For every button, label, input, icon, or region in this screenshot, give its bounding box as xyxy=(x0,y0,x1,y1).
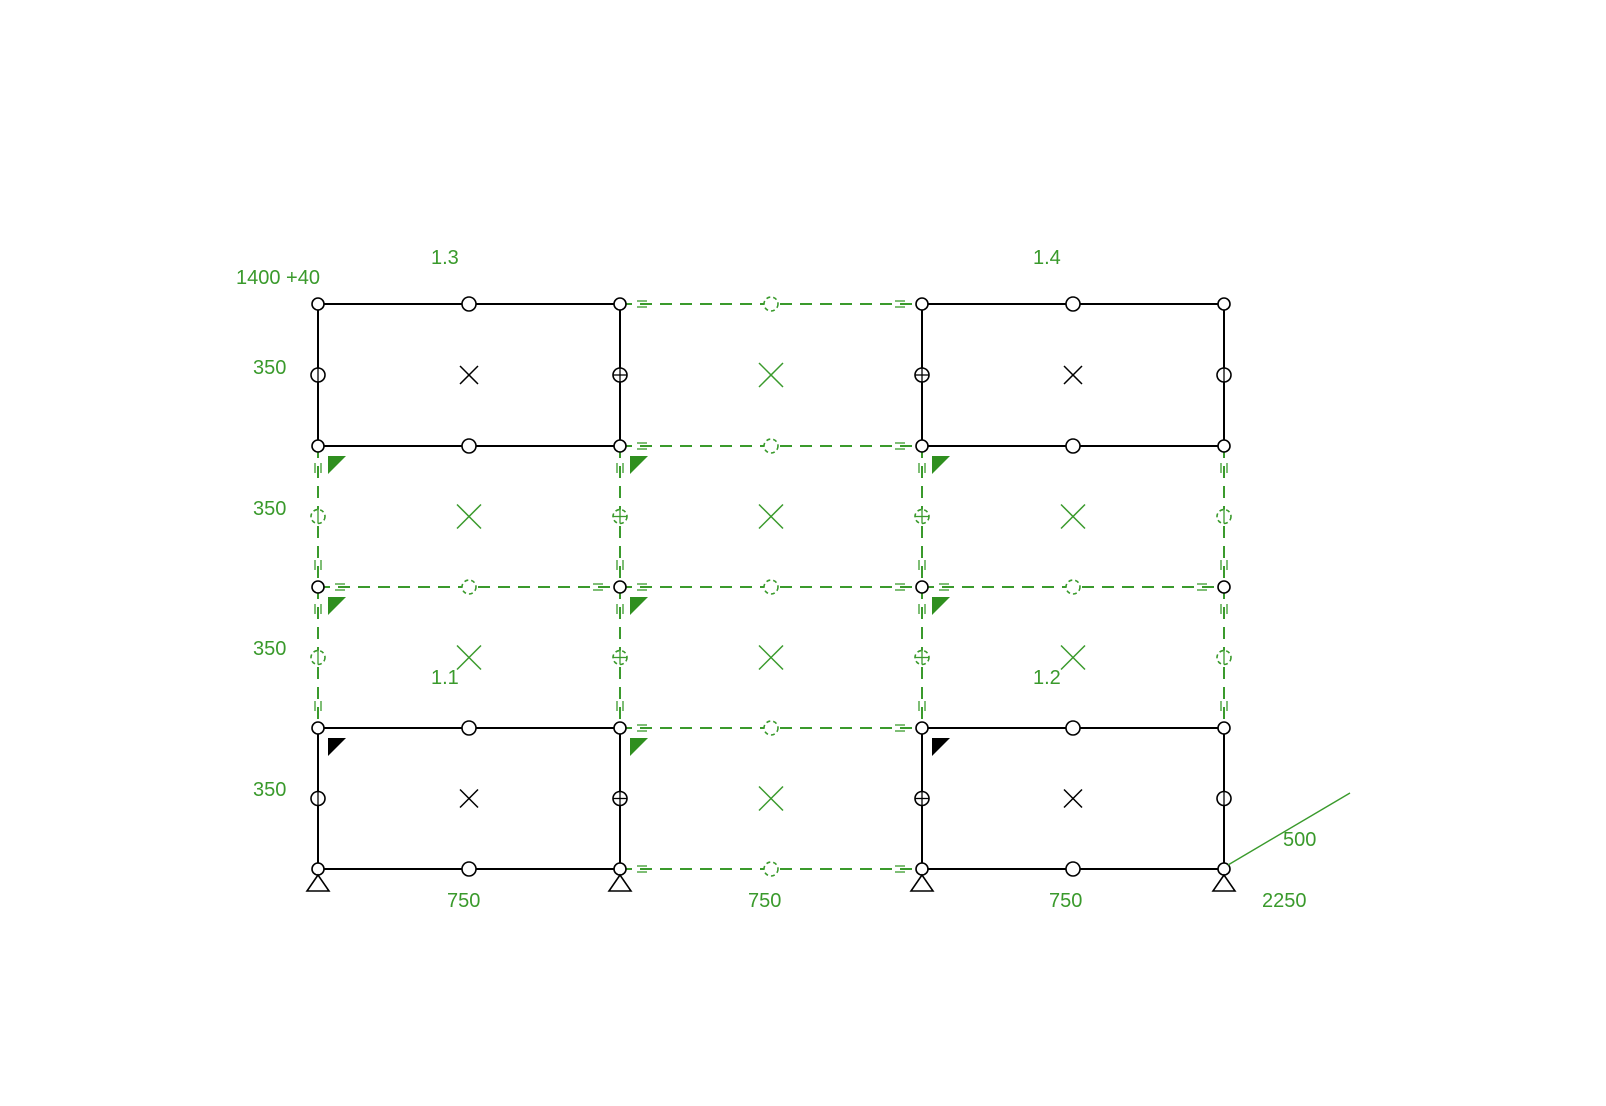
panel-cross-icon xyxy=(456,644,482,671)
bay-width-label-2: 750 xyxy=(748,890,781,912)
corner-flag-icon xyxy=(328,456,346,474)
node-circle-icon xyxy=(311,297,325,311)
node-circle-icon xyxy=(915,439,929,453)
bay-width-label-3: 750 xyxy=(1049,890,1082,912)
elevation-top-label: 1400 +40 xyxy=(236,267,320,289)
panel-cross-icon xyxy=(758,785,784,812)
node-circle-icon xyxy=(613,439,627,453)
block-label-1-1: 1.1 xyxy=(431,667,459,689)
node-circle-icon xyxy=(1217,439,1231,453)
corner-flag-icon xyxy=(932,456,950,474)
corner-flag-icon xyxy=(328,738,346,756)
panel-cross-icon xyxy=(758,644,784,671)
corner-flag-icon xyxy=(630,738,648,756)
midpoint-node-icon xyxy=(763,296,779,312)
frame-nodes xyxy=(310,296,1232,877)
midpoint-node-icon xyxy=(1065,296,1081,312)
panel-cross-icon xyxy=(1063,365,1083,385)
depth-label: 500 xyxy=(1283,829,1316,851)
story-height-label-1: 350 xyxy=(253,357,286,379)
panel-cross-icon xyxy=(1063,788,1083,809)
midpoint-node-icon xyxy=(763,861,779,877)
midpoint-node-icon xyxy=(1065,579,1081,595)
block-label-1-3: 1.3 xyxy=(431,247,459,269)
node-circle-icon xyxy=(311,580,325,594)
node-circle-icon xyxy=(311,439,325,453)
midpoint-node-icon xyxy=(1065,438,1081,454)
node-circle-icon xyxy=(613,721,627,735)
labels: 1400 +40 1.3 1.4 1.1 1.2 350 350 350 350… xyxy=(236,247,1316,912)
node-circle-icon xyxy=(1217,580,1231,594)
panel-cross-icon xyxy=(1060,644,1086,671)
midpoint-node-icon xyxy=(1065,861,1081,877)
corner-flags xyxy=(328,456,950,756)
midpoint-node-icon xyxy=(461,861,477,877)
corner-flag-icon xyxy=(630,597,648,615)
node-circle-icon xyxy=(613,580,627,594)
pinned-support-triangle-icon xyxy=(607,873,633,892)
corner-flag-icon xyxy=(630,456,648,474)
midpoint-node-icon xyxy=(461,579,477,595)
midpoint-node-icon xyxy=(763,720,779,736)
node-circle-icon xyxy=(915,297,929,311)
node-circle-icon xyxy=(915,721,929,735)
panel-cross-icon xyxy=(456,503,482,530)
pinned-support-triangle-icon xyxy=(1211,873,1237,892)
corner-flag-icon xyxy=(932,738,950,756)
panel-cross-icon xyxy=(758,362,784,388)
story-height-label-4: 350 xyxy=(253,779,286,801)
block-label-1-4: 1.4 xyxy=(1033,247,1061,269)
story-height-label-3: 350 xyxy=(253,638,286,660)
node-circle-icon xyxy=(311,862,325,876)
node-circle-icon xyxy=(311,721,325,735)
corner-flag-icon xyxy=(328,597,346,615)
panel-cross-icon xyxy=(459,365,479,385)
dimension-lines xyxy=(1227,792,1351,866)
node-circle-icon xyxy=(613,297,627,311)
node-circle-icon xyxy=(915,862,929,876)
corner-flag-icon xyxy=(932,597,950,615)
supports xyxy=(305,873,1237,892)
panel-cross-icon xyxy=(1060,503,1086,530)
block-label-1-2: 1.2 xyxy=(1033,667,1061,689)
panel-cross-icon xyxy=(459,788,479,809)
node-circle-icon xyxy=(613,862,627,876)
story-height-label-2: 350 xyxy=(253,498,286,520)
node-circle-icon xyxy=(915,580,929,594)
node-circle-icon xyxy=(1217,297,1231,311)
pinned-support-triangle-icon xyxy=(909,873,935,892)
panel-cross-icon xyxy=(758,503,784,530)
midpoint-node-icon xyxy=(763,579,779,595)
total-width-label: 2250 xyxy=(1262,890,1307,912)
midpoint-node-icon xyxy=(461,296,477,312)
midpoint-node-icon xyxy=(461,438,477,454)
node-circle-icon xyxy=(1217,721,1231,735)
midpoint-node-icon xyxy=(461,720,477,736)
pinned-support-triangle-icon xyxy=(305,873,331,892)
panel-markers xyxy=(456,362,1086,812)
depth-dimension-line xyxy=(1227,792,1351,866)
bay-width-label-1: 750 xyxy=(447,890,480,912)
midpoint-node-icon xyxy=(763,438,779,454)
midpoint-node-icon xyxy=(1065,720,1081,736)
